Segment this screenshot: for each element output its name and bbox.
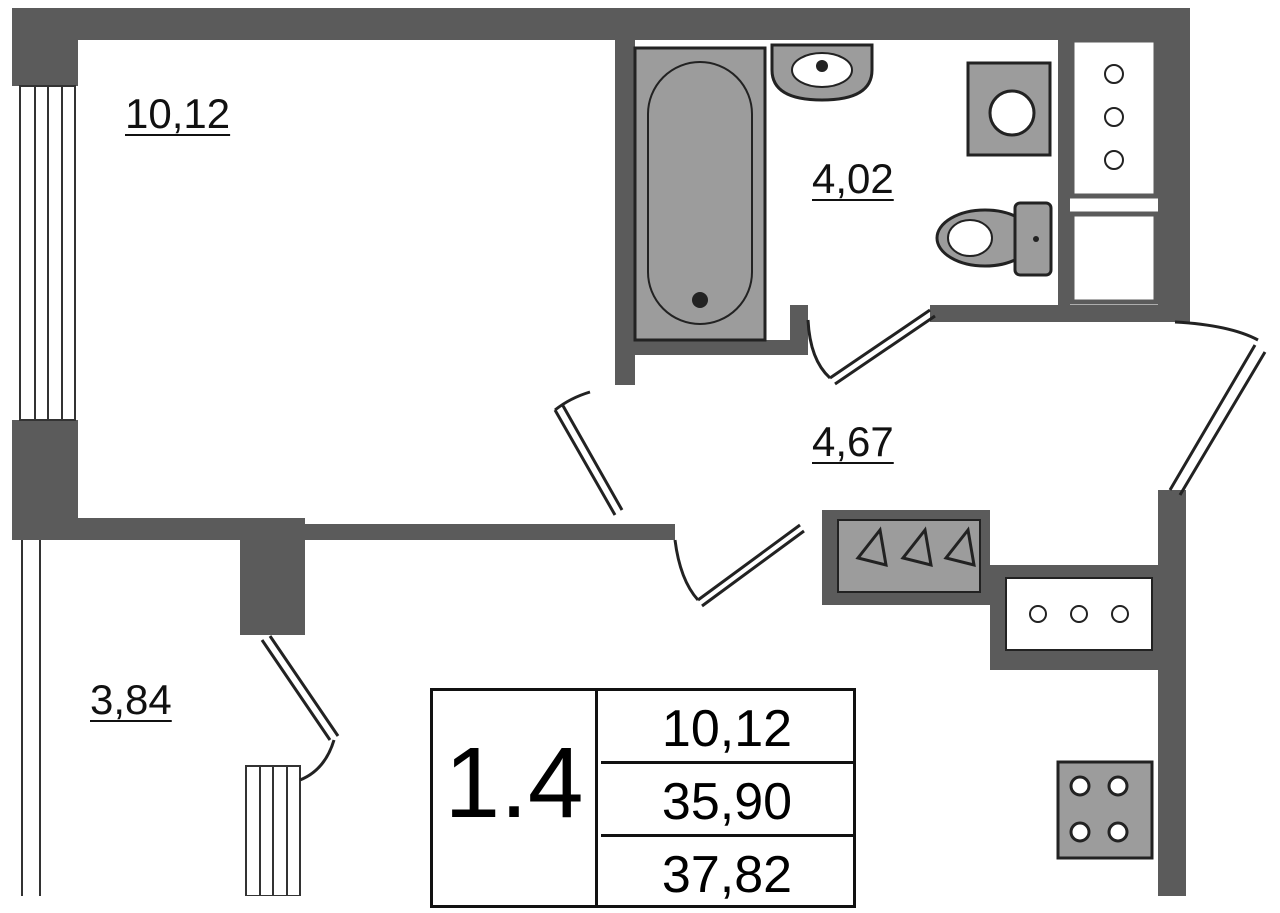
apartment-type: 1.4	[433, 691, 598, 905]
stove-icon	[1056, 760, 1154, 860]
total-with-balcony-value: 37,82	[661, 846, 793, 904]
room-area-bathroom: 4,02	[812, 155, 894, 202]
total-area-value: 35,90	[601, 764, 853, 837]
area-summary-table: 1.4 10,12 35,90 37,82	[430, 688, 856, 908]
toilet-icon	[935, 201, 1053, 277]
living-area-value: 10,12	[601, 691, 853, 764]
window-top-left	[19, 85, 76, 421]
window-balcony	[21, 540, 301, 896]
sink-icon	[770, 43, 874, 102]
doors	[260, 308, 1267, 782]
walls	[12, 8, 1190, 896]
wardrobe-icon	[822, 510, 990, 605]
shaft-icon	[1069, 37, 1159, 305]
room-area-living: 10,12	[125, 90, 231, 137]
room-area-balcony: 3,84	[90, 676, 172, 723]
room-area-hall: 4,67	[812, 418, 894, 465]
bathtub-icon	[633, 46, 767, 342]
washing-machine-icon	[966, 61, 1052, 157]
kitchen-shaft-icon	[990, 565, 1160, 670]
